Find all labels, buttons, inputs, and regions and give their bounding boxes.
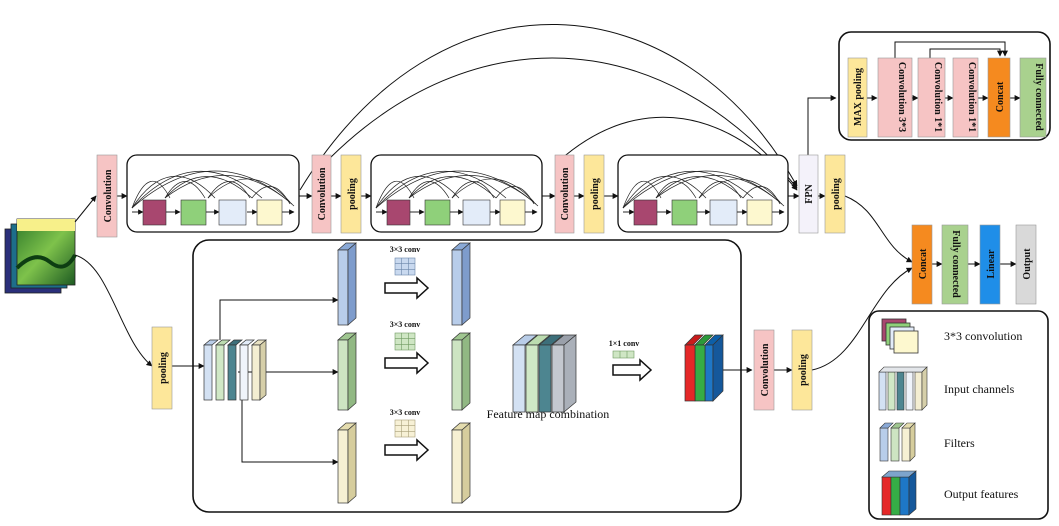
convolution-1x1-block-b: Convolution 1*1 <box>952 57 979 138</box>
pooling-block-2: pooling <box>583 154 605 234</box>
fully-connected-label: Fully connected <box>1033 63 1044 131</box>
max-pooling-block: MAX pooling <box>847 57 868 138</box>
kernel-3x3-yellow-icon <box>394 419 416 438</box>
skip-arc-2 <box>329 57 798 189</box>
output-features-icon <box>881 470 917 516</box>
concat-block-top: Concat <box>987 57 1011 138</box>
filter-green-left <box>337 332 357 411</box>
pooling-block-3: pooling <box>824 154 846 234</box>
top-row: Convolution <box>96 154 846 238</box>
convolution-label: Convolution <box>103 169 114 222</box>
conv3x3-annotation: 3×3 conv <box>390 408 421 417</box>
legend-label: Filters <box>944 436 975 450</box>
filter-yellow-right <box>451 422 471 504</box>
dense-block-1 <box>126 154 300 233</box>
convolution-1x1-label: Convolution 1*1 <box>966 62 977 132</box>
input-channels-stack <box>203 339 267 401</box>
pooling-block-4: pooling <box>151 326 173 410</box>
filter-yellow-left <box>337 422 357 504</box>
legend: 3*3 convolution Input channels Filters <box>868 310 1049 520</box>
input-channels-icon <box>878 366 928 411</box>
depthwise-separable-module: 3×3 conv 3×3 conv 3×3 conv <box>192 239 742 513</box>
convolution-label: Convolution <box>317 167 328 220</box>
legend-label: Output features <box>944 487 1019 501</box>
kernel-1x1-icon <box>612 350 635 359</box>
skip-arc-1 <box>299 24 798 191</box>
conv3x3-annotation: 3×3 conv <box>390 245 421 254</box>
pooling-block-1: pooling <box>340 154 362 234</box>
legend-label: Input channels <box>944 382 1015 396</box>
hollow-arrow-icon <box>384 276 653 462</box>
convolution-1x1-label: Convolution 1*1 <box>932 62 943 132</box>
filters-icon <box>879 422 916 462</box>
convolution-1x1-block-a: Convolution 1*1 <box>917 57 946 138</box>
convolution-3x3-label: Convolution 3*3 <box>896 62 907 132</box>
max-pooling-label: MAX pooling <box>853 68 864 126</box>
filter-blue-right <box>451 242 471 326</box>
convolution-label: Convolution <box>560 167 571 220</box>
convolution-label: Convolution <box>760 343 771 396</box>
conv-stack-icon <box>881 318 919 354</box>
filter-blue-left <box>337 242 357 326</box>
input-image-stack <box>4 218 77 294</box>
pooling-block-5: pooling <box>791 329 813 411</box>
concat-block: Concat <box>911 224 933 305</box>
fully-connected-block: Fully connected <box>941 224 969 305</box>
pooling-label: pooling <box>590 178 601 210</box>
convolution-block-1: Convolution <box>96 154 118 238</box>
linear-label: Linear <box>986 249 997 278</box>
concat-label: Concat <box>918 248 929 279</box>
convolution-block-3: Convolution <box>554 154 575 234</box>
arrow-image-to-conv1 <box>74 195 97 223</box>
feature-map-combination-stack <box>512 334 577 413</box>
output-label: Output <box>1022 248 1033 280</box>
fully-connected-block-top: Fully connected <box>1019 57 1047 138</box>
dense-block-3 <box>617 154 789 233</box>
pooling-label: pooling <box>347 178 358 210</box>
connection-lines <box>74 24 1017 465</box>
legend-label: 3*3 convolution <box>944 329 1022 343</box>
pooling-label: pooling <box>831 178 842 210</box>
convolution-3x3-block: Convolution 3*3 <box>877 57 913 138</box>
fpn-label: FPN <box>804 184 815 204</box>
fpn-block: FPN <box>798 154 819 234</box>
convolution-block-4: Convolution <box>753 329 775 411</box>
concat-label: Concat <box>995 81 1006 112</box>
bottom-row: pooling <box>151 239 813 513</box>
kernel-3x3-blue-icon <box>394 257 416 276</box>
kernel-3x3-green-icon <box>394 332 416 351</box>
linear-block: Linear <box>979 224 1001 305</box>
pooling-label: pooling <box>158 352 169 384</box>
pooling-label: pooling <box>798 354 809 386</box>
filter-green-right <box>451 332 471 411</box>
conv3x3-annotation: 3×3 conv <box>390 320 421 329</box>
output-block: Output <box>1015 224 1037 305</box>
output-features-stack <box>684 334 724 402</box>
feature-map-combination-label: Feature map combination <box>487 407 610 421</box>
dense-block-2 <box>370 154 543 233</box>
inception-module: MAX pooling Convolution 3*3 Convolution … <box>838 31 1051 141</box>
fully-connected-label: Fully connected <box>950 230 961 298</box>
convolution-block-2: Convolution <box>311 154 332 234</box>
output-chain: Concat Fully connected Linear Output <box>911 224 1037 305</box>
conv1x1-annotation: 1×1 conv <box>609 339 640 348</box>
